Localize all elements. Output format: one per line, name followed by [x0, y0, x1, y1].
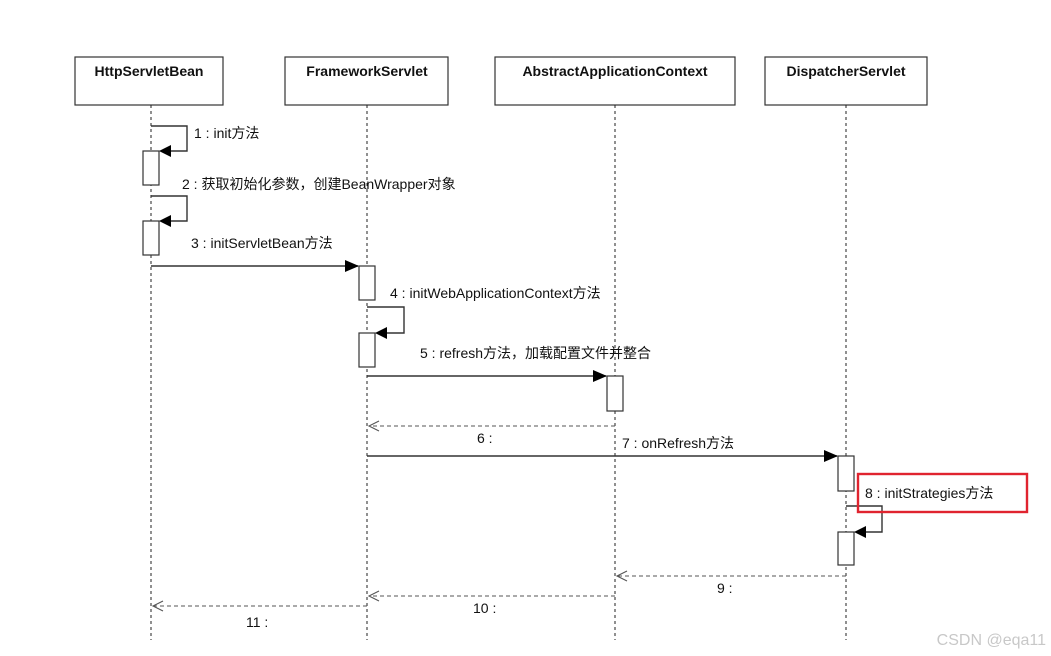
participant-abstractapplicationcontext: AbstractApplicationContext: [494, 56, 736, 106]
activation-bar: [837, 455, 855, 492]
participant-label: AbstractApplicationContext: [522, 63, 707, 79]
message-10: 10 :: [367, 590, 615, 616]
message-label: 9 :: [717, 580, 733, 596]
message-9: 9 :: [615, 570, 846, 596]
highlight-box: [856, 472, 1029, 514]
message-label: 5 : refresh方法，加载配置文件并整合: [420, 345, 651, 361]
activation-bar: [358, 332, 376, 368]
message-5: 5 : refresh方法，加载配置文件并整合: [367, 345, 651, 382]
message-2: 2 : 获取初始化参数，创建BeanWrapper对象: [151, 176, 456, 227]
participant-label: DispatcherServlet: [786, 63, 905, 79]
participant-frameworkservlet: FrameworkServlet: [284, 56, 449, 106]
activation-bar: [606, 375, 624, 412]
participant-httpservletbean: HttpServletBean: [74, 56, 224, 106]
message-label: 1 : init方法: [194, 125, 259, 141]
message-label: 10 :: [473, 600, 496, 616]
message-11: 11 :: [151, 600, 367, 630]
message-label: 11 :: [246, 614, 268, 630]
message-label: 7 : onRefresh方法: [622, 435, 734, 451]
activation-bar: [358, 265, 376, 301]
message-7: 7 : onRefresh方法: [367, 435, 838, 462]
message-label: 8 : initStrategies方法: [865, 485, 993, 501]
activation-bar: [142, 220, 160, 256]
activation-bar: [837, 531, 855, 566]
message-label: 4 : initWebApplicationContext方法: [390, 285, 601, 301]
message-3: 3 : initServletBean方法: [151, 235, 359, 272]
participant-dispatcherservlet: DispatcherServlet: [764, 56, 928, 106]
watermark: CSDN @eqa11: [937, 632, 1046, 649]
message-1: 1 : init方法: [151, 125, 259, 157]
activation-bar: [142, 150, 160, 186]
message-label: 3 : initServletBean方法: [191, 235, 333, 251]
message-8: 8 : initStrategies方法: [846, 472, 1029, 538]
participant-label: HttpServletBean: [95, 63, 204, 79]
message-label: 2 : 获取初始化参数，创建BeanWrapper对象: [182, 176, 456, 192]
participant-label: FrameworkServlet: [306, 63, 428, 79]
message-label: 6 :: [477, 430, 493, 446]
message-4: 4 : initWebApplicationContext方法: [367, 285, 601, 339]
message-6: 6 :: [367, 420, 615, 446]
